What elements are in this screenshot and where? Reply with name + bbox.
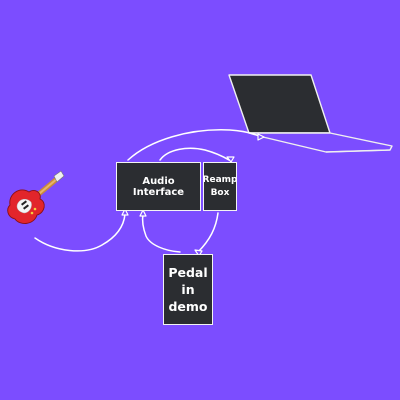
pedal-node: Pedal in demo	[163, 254, 213, 325]
audio-interface-node: Audio Interface	[116, 162, 201, 211]
guitar-icon	[7, 170, 65, 224]
laptop-icon	[228, 74, 393, 153]
arrowhead-interface-return	[139, 209, 147, 217]
arrowhead-pedal-in	[194, 249, 203, 257]
connector-interface-to-reamp	[159, 147, 230, 161]
arrowhead-interface-in	[121, 208, 129, 216]
arrowhead-reamp-in	[226, 156, 235, 163]
pedal-label: Pedal in demo	[168, 265, 208, 314]
connector-reamp-to-pedal	[197, 212, 219, 253]
connector-guitar-to-interface	[34, 213, 126, 252]
audio-interface-label: Audio Interface	[132, 175, 185, 198]
arrowheads	[121, 133, 265, 257]
reamp-box-node: Reamp Box	[203, 162, 237, 211]
connection-lines	[34, 129, 263, 253]
connector-interface-to-laptop	[127, 129, 263, 161]
reamp-box-label: Reamp Box	[202, 174, 238, 198]
connector-pedal-to-interface	[141, 213, 181, 253]
arrowhead-laptop-in	[257, 133, 265, 141]
